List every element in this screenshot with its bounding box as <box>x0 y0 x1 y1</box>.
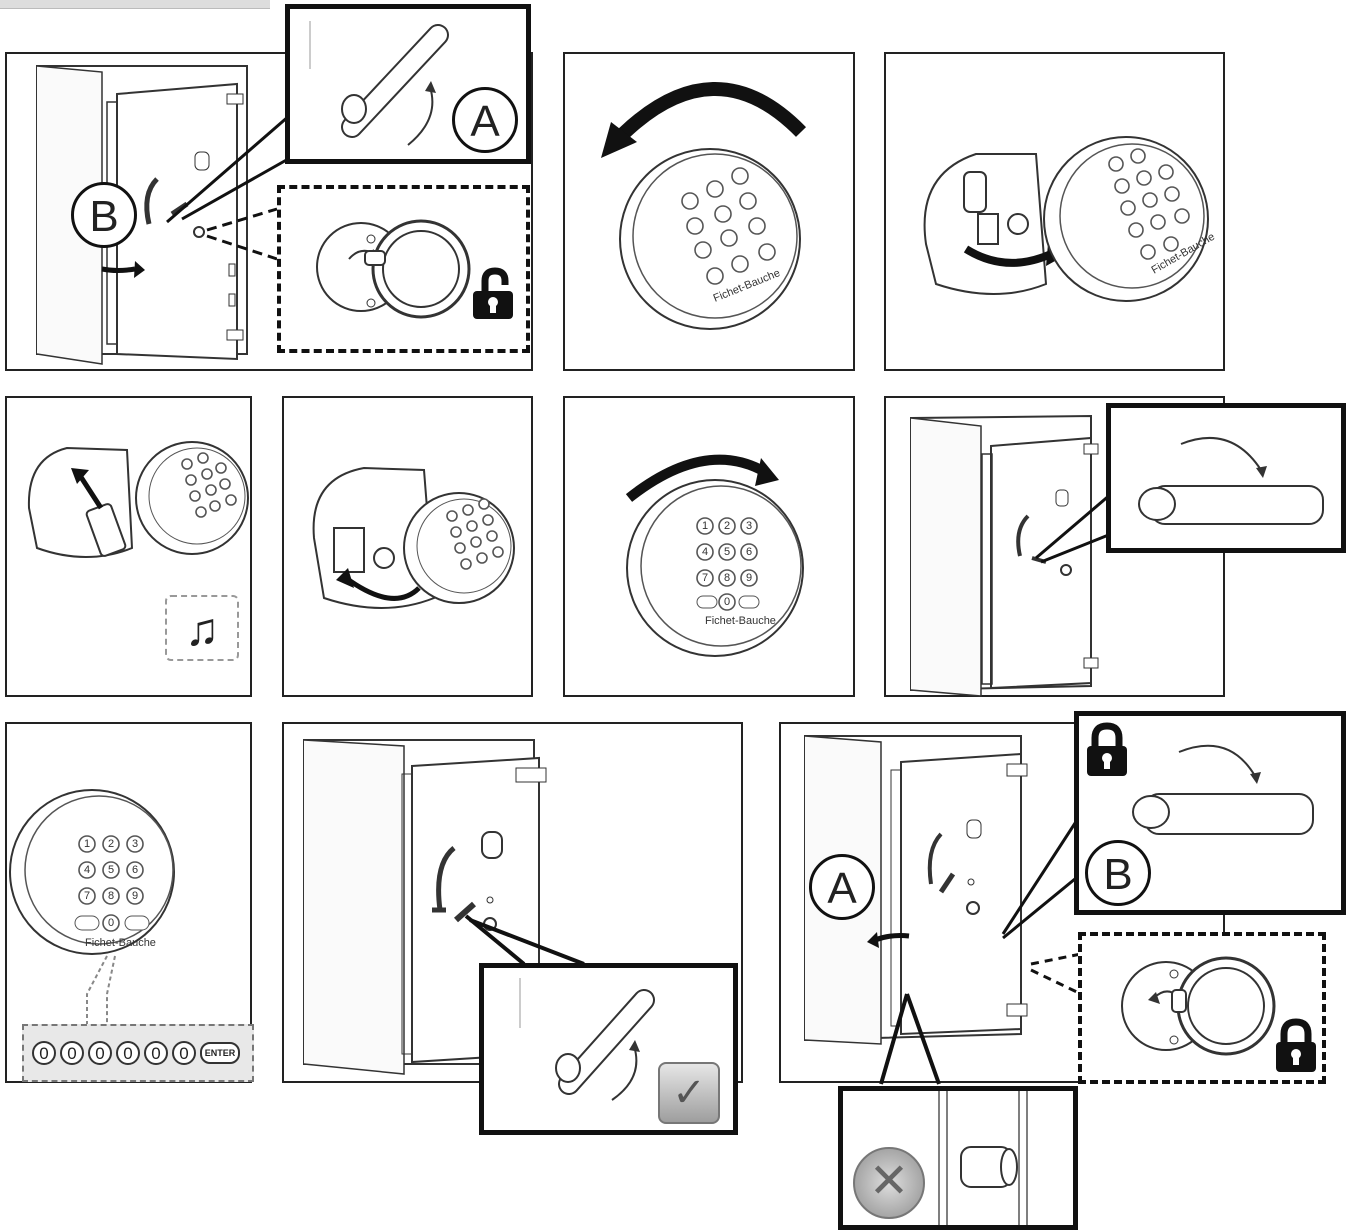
code-digit: 0 <box>116 1041 140 1065</box>
entry-key-0: 0 <box>108 917 114 929</box>
step-6-panel: 1 2 3 4 5 6 7 8 9 0 Fichet-Bauche <box>563 396 855 697</box>
entry-key-8: 8 <box>108 890 114 902</box>
step-9-handle-callout: ✓ <box>479 963 738 1135</box>
step-5-panel <box>282 396 533 697</box>
top-bar <box>0 0 270 9</box>
entry-key-3: 3 <box>132 838 138 850</box>
step-1-handle-callout: A <box>285 4 531 164</box>
code-entry-strip: 0 0 0 0 0 0 ENTER <box>22 1024 254 1082</box>
step-1-label-b: B <box>71 182 137 248</box>
entry-key-9: 9 <box>132 890 138 902</box>
code-digit: 0 <box>88 1041 112 1065</box>
step-1-label-a: A <box>452 87 518 153</box>
key-3: 3 <box>746 520 752 532</box>
entry-key-2: 2 <box>108 838 114 850</box>
keypad-brand-cw: Fichet-Bauche <box>705 615 776 627</box>
padlock-closed-icon-2 <box>1274 1020 1318 1078</box>
code-digit: 0 <box>32 1041 56 1065</box>
keypad-reattach-illustration <box>284 398 535 699</box>
entry-key-6: 6 <box>132 864 138 876</box>
step-10-label-a: A <box>809 854 875 920</box>
key-9: 9 <box>746 572 752 584</box>
step-10-bolt-callout: ✕ <box>838 1086 1078 1230</box>
code-digit: 0 <box>60 1041 84 1065</box>
keypad-removed-illustration: Fichet-Bauche <box>886 54 1227 373</box>
keypad-brand-entry: Fichet-Bauche <box>85 937 156 949</box>
step-10-handle-callout: B <box>1074 711 1346 915</box>
entry-key-5: 5 <box>108 864 114 876</box>
key-7: 7 <box>702 572 708 584</box>
keypad-rotate-ccw-illustration: Fichet-Bauche <box>565 54 857 373</box>
code-digit: 0 <box>144 1041 168 1065</box>
cross-icon: ✕ <box>853 1147 925 1219</box>
step-10-label-b: B <box>1085 840 1151 906</box>
key-8: 8 <box>724 572 730 584</box>
key-1: 1 <box>702 520 708 532</box>
key-0: 0 <box>724 596 730 608</box>
entry-key-7: 7 <box>84 890 90 902</box>
padlock-open-icon <box>471 269 515 321</box>
handle-turn-illustration <box>1111 408 1341 548</box>
entry-key-4: 4 <box>84 864 90 876</box>
step-3-panel: Fichet-Bauche <box>884 52 1225 371</box>
checkmark-icon: ✓ <box>658 1062 720 1124</box>
step-1-lock-callout <box>277 185 530 353</box>
key-4: 4 <box>702 546 708 558</box>
code-digit: 0 <box>172 1041 196 1065</box>
key-2: 2 <box>724 520 730 532</box>
step-7-handle-callout <box>1106 403 1346 553</box>
key-5: 5 <box>724 546 730 558</box>
code-enter-key: ENTER <box>200 1042 240 1064</box>
entry-key-1: 1 <box>84 838 90 850</box>
key-6: 6 <box>746 546 752 558</box>
step-10-lock-callout <box>1078 932 1326 1084</box>
step-4-panel: ♫ <box>5 396 252 697</box>
keypad-rotate-cw-illustration: 1 2 3 4 5 6 7 8 9 0 Fichet-Bauche <box>565 398 857 699</box>
music-notes-icon: ♫ <box>165 595 239 661</box>
step-2-panel: Fichet-Bauche <box>563 52 855 371</box>
